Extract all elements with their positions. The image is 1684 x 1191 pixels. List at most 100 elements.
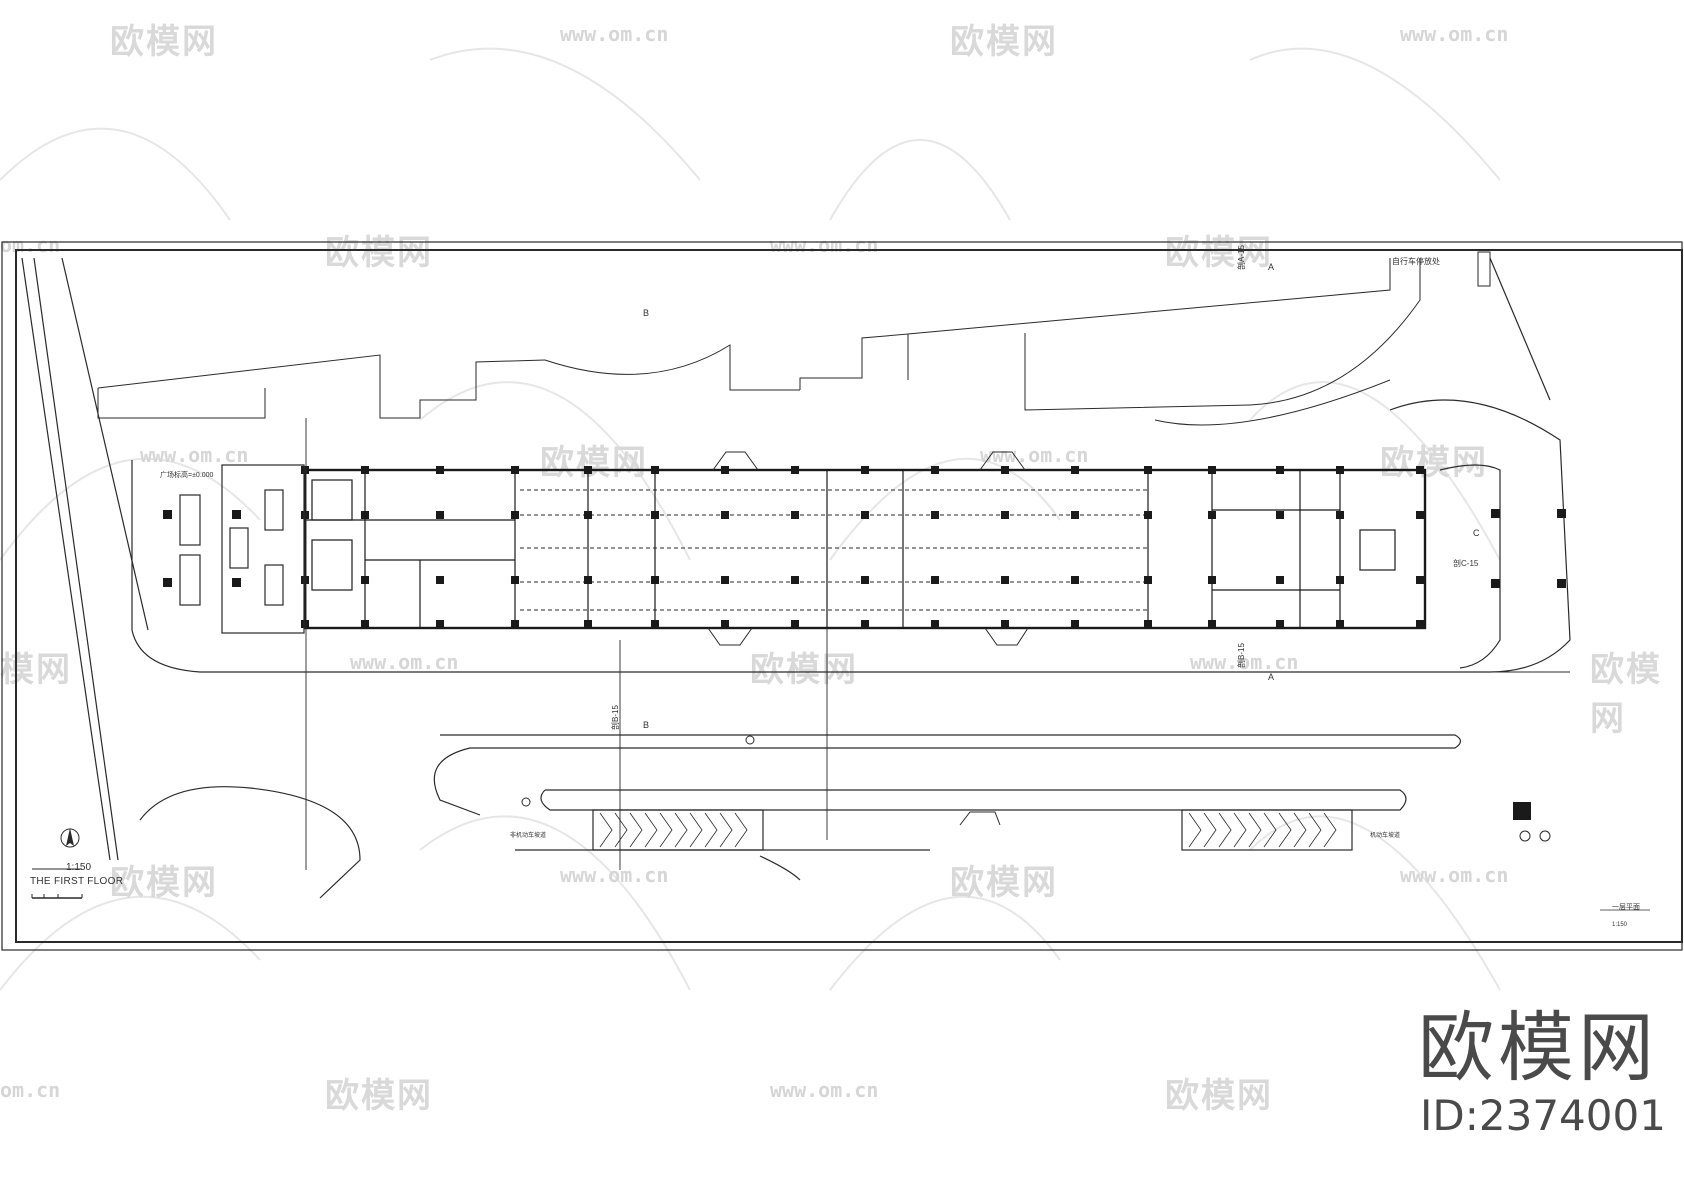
column [861,511,869,519]
plaza-label: 广场标高=±0.000 [160,472,214,479]
column [1001,576,1009,584]
grid-bubble [521,797,531,807]
grid-bubble [1519,830,1531,842]
section-mark: 剖B-15 [611,705,620,730]
column [511,620,519,628]
column [436,576,444,584]
grid-letter: A [1268,672,1275,682]
column [301,576,309,584]
column [1416,511,1424,519]
parking-hatch-right [1181,809,1353,851]
column [1071,466,1079,474]
grid-letter: A [1268,262,1275,272]
column [1336,466,1344,474]
column [861,576,869,584]
ramp-label: 非机动车坡道 [510,833,547,839]
north-boundary [97,258,1421,426]
column [1208,576,1216,584]
column [436,466,444,474]
column [721,576,729,584]
entry-steps [707,451,1029,826]
column [1208,620,1216,628]
column [861,620,869,628]
column [301,620,309,628]
column [1416,620,1424,628]
column [1144,466,1152,474]
column [721,466,729,474]
column [1336,511,1344,519]
column [1336,576,1344,584]
axis-lines [200,418,1570,870]
column [511,576,519,584]
column [931,576,939,584]
column [361,511,369,519]
column [651,576,659,584]
column [511,466,519,474]
ramp-label: 机动车坡道 [1370,833,1401,839]
column [791,466,799,474]
grid-bubble [745,735,755,745]
column [1336,620,1344,628]
column [721,620,729,628]
column [301,466,309,474]
column [584,620,592,628]
column [1144,511,1152,519]
north-arrow-icon [60,828,80,848]
column [791,576,799,584]
column [301,511,309,519]
column [1416,466,1424,474]
column [1276,466,1284,474]
column [1276,511,1284,519]
column [1208,466,1216,474]
column [1001,466,1009,474]
column [861,466,869,474]
west-pavilion [179,464,305,634]
column [1276,620,1284,628]
column [1208,511,1216,519]
column [584,511,592,519]
main-building [301,466,1427,630]
site-logo-text: 欧模网 [1418,1003,1658,1092]
section-mark: 剖C-15 [1453,559,1479,568]
column [361,466,369,474]
grid-letter: B [643,308,650,318]
column [1144,620,1152,628]
column [436,511,444,519]
title-block-scale: 1:150 [1612,922,1628,928]
column [651,511,659,519]
column [931,620,939,628]
title-block-name: 一层平面 [1612,904,1640,911]
scale-label: 1:150 [66,862,92,873]
column [1144,576,1152,584]
sheet-outer-frame [1,241,1683,951]
column [931,511,939,519]
column [1071,511,1079,519]
column [791,511,799,519]
sheet-inner-frame [15,249,1683,943]
floor-title: THE FIRST FLOOR [30,876,124,887]
column [361,576,369,584]
column [651,466,659,474]
site-roads [21,257,1571,861]
grid-letter: B [643,720,650,730]
east-pavilion [1491,509,1566,588]
bike-area-marker [1477,251,1491,287]
structural-columns [301,466,1424,628]
column [1001,511,1009,519]
column [584,576,592,584]
site-monument [1513,802,1531,820]
column [511,511,519,519]
section-mark: 剖A-15 [1237,245,1246,270]
scale-bar [31,868,83,899]
column [721,511,729,519]
column [651,620,659,628]
column [436,620,444,628]
asset-id: ID:2374001 [1420,1091,1666,1140]
column [361,620,369,628]
west-pavilion-columns [163,510,241,587]
column [1416,576,1424,584]
section-mark: 剖B-15 [1237,643,1246,668]
column [1071,576,1079,584]
column [1276,576,1284,584]
